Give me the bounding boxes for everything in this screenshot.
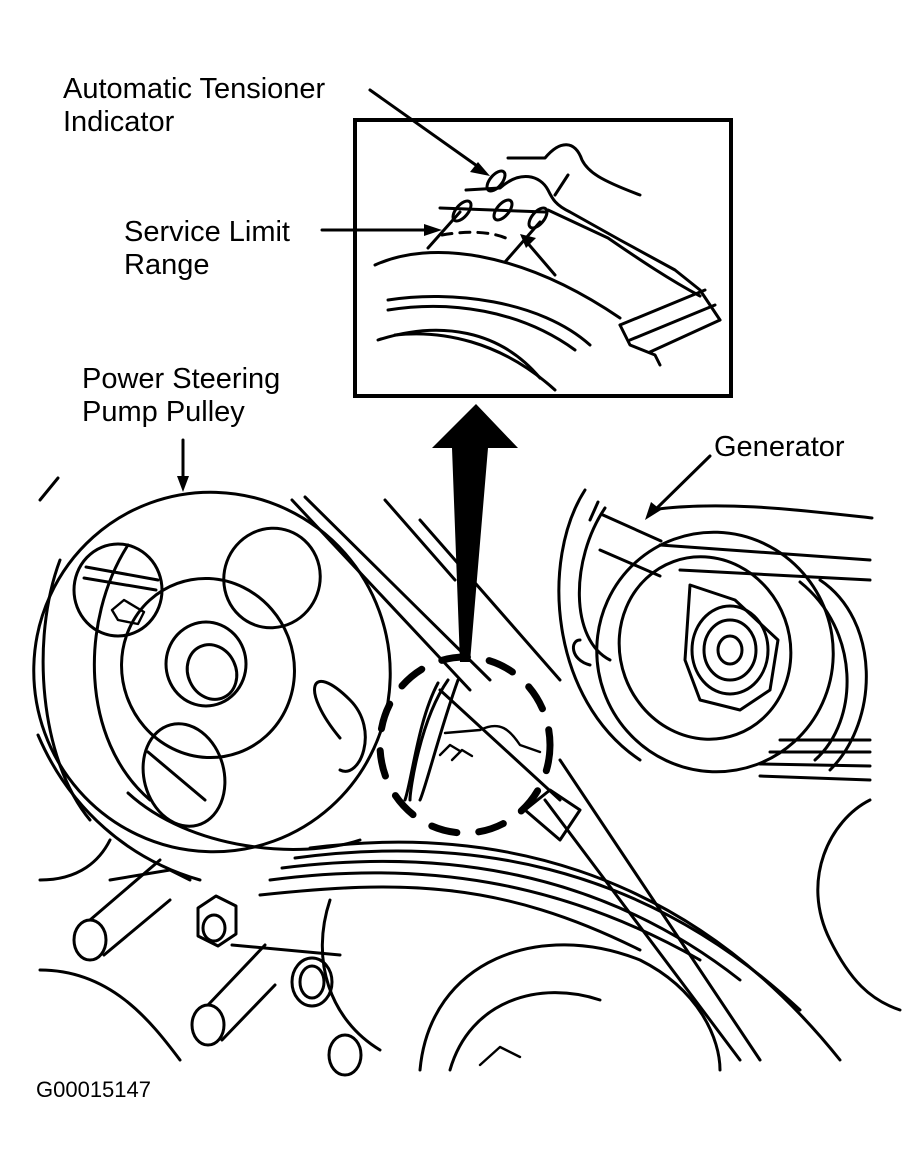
engine-front-drawing [32,404,902,1077]
label-text: Generator [714,431,845,463]
tensioner-detail-inset [353,118,733,398]
figure-id-label: G00015147 [36,1077,151,1102]
power-steering-pump-pulley [32,476,392,882]
label-power-steering-pump-pulley: Power Steering Pump Pulley [82,363,280,492]
label-text: Power Steering [82,363,280,395]
generator [557,488,902,1012]
label-text: Pump Pulley [82,396,245,428]
leader-arrowhead-icon [424,224,442,236]
label-text: Service Limit [124,216,290,248]
callout-arrow-icon [432,404,518,662]
label-text: Automatic Tensioner [63,73,326,105]
leader-arrowhead-icon [177,476,189,492]
automatic-tensioner [403,678,582,842]
label-service-limit-range: Service Limit Range [124,216,442,281]
label-generator: Generator [645,431,845,520]
drive-belt [258,495,842,1062]
leader-arrowhead-icon [470,162,490,176]
leader-line [368,88,482,170]
mounting-bracket [38,838,363,1077]
label-text: Range [124,249,209,281]
label-text: Indicator [63,106,175,138]
tensioner-indicator-marks [438,169,549,230]
leader-arrowhead-icon [645,502,661,520]
leader-line [653,454,712,512]
label-automatic-tensioner-indicator: Automatic Tensioner Indicator [63,73,490,176]
idler-pulley [320,898,722,1072]
